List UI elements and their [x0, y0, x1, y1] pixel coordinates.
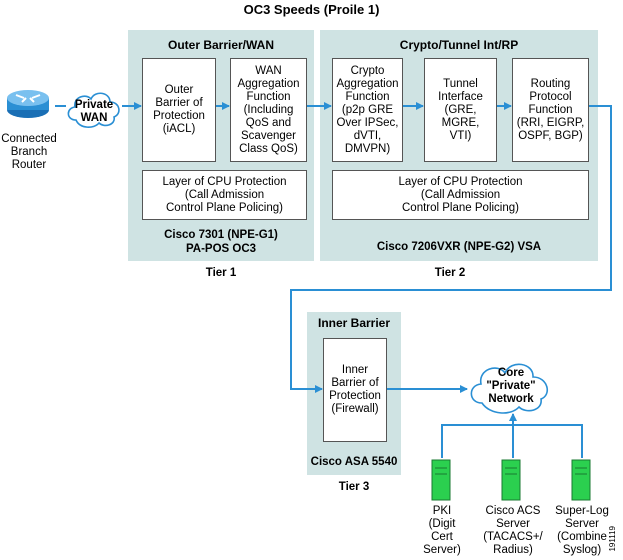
inner-barrier-text: Inner Barrier of Protection (Firewall)	[329, 364, 381, 415]
crypto-aggregation-box: Crypto Aggregation Function (p2p GRE Ove…	[332, 58, 403, 162]
acs-server-label: Cisco ACS Server (TACACS+/ Radius)	[483, 505, 543, 556]
tier1-cpu-protection-box: Layer of CPU Protection (Call Admission …	[142, 170, 307, 220]
private-wan-label: Private WAN	[74, 99, 114, 124]
tier3-label: Tier 3	[338, 481, 370, 493]
pki-server-icon	[431, 459, 451, 501]
inner-barrier-box: Inner Barrier of Protection (Firewall)	[323, 338, 387, 442]
core-network-cloud-icon	[470, 363, 549, 414]
pki-server-label: PKI (Digit Cert Server)	[423, 505, 461, 556]
outer-barrier-text: Outer Barrier of Protection (iACL)	[153, 84, 205, 135]
tunnel-interface-box: Tunnel Interface (GRE, MGRE, VTI)	[424, 58, 497, 162]
core-network-label: Core "Private" Network	[486, 367, 536, 405]
tier1-heading: Outer Barrier/WAN	[167, 38, 275, 52]
tier1-platform: Cisco 7301 (NPE-G1) PA-POS OC3	[164, 229, 278, 255]
diagram-title: OC3 Speeds (Proile 1)	[243, 2, 380, 17]
private-wan-cloud-icon	[67, 92, 120, 128]
syslog-server-label: Super-Log Server (Combine Syslog)	[555, 505, 609, 556]
tier1-label: Tier 1	[205, 267, 237, 279]
syslog-server-icon	[571, 459, 591, 501]
crypto-aggregation-text: Crypto Aggregation Function (p2p GRE Ove…	[336, 64, 399, 155]
tier3-platform: Cisco ASA 5540	[310, 456, 398, 468]
tier2-heading: Crypto/Tunnel Int/RP	[399, 38, 519, 52]
branch-router-label: Connected Branch Router	[1, 133, 57, 171]
tier2-platform: Cisco 7206VXR (NPE-G2) VSA	[376, 241, 542, 253]
tunnel-interface-text: Tunnel Interface (GRE, MGRE, VTI)	[438, 77, 483, 142]
tier2-label: Tier 2	[434, 267, 466, 279]
outer-barrier-box: Outer Barrier of Protection (iACL)	[142, 58, 216, 162]
routing-protocol-box: Routing Protocol Function (RRI, EIGRP, O…	[512, 58, 589, 162]
tier3-heading: Inner Barrier	[317, 316, 391, 330]
acs-server-icon	[501, 459, 521, 501]
wan-aggregation-text: WAN Aggregation Function (Including QoS …	[237, 64, 300, 155]
figure-id: 191119	[608, 526, 617, 552]
wan-aggregation-box: WAN Aggregation Function (Including QoS …	[230, 58, 307, 162]
tier2-cpu-protection-text: Layer of CPU Protection (Call Admission …	[398, 175, 523, 214]
router-icon	[7, 90, 49, 118]
tier1-cpu-protection-text: Layer of CPU Protection (Call Admission …	[162, 175, 287, 214]
routing-protocol-text: Routing Protocol Function (RRI, EIGRP, O…	[516, 77, 585, 142]
tier2-cpu-protection-box: Layer of CPU Protection (Call Admission …	[332, 170, 589, 220]
